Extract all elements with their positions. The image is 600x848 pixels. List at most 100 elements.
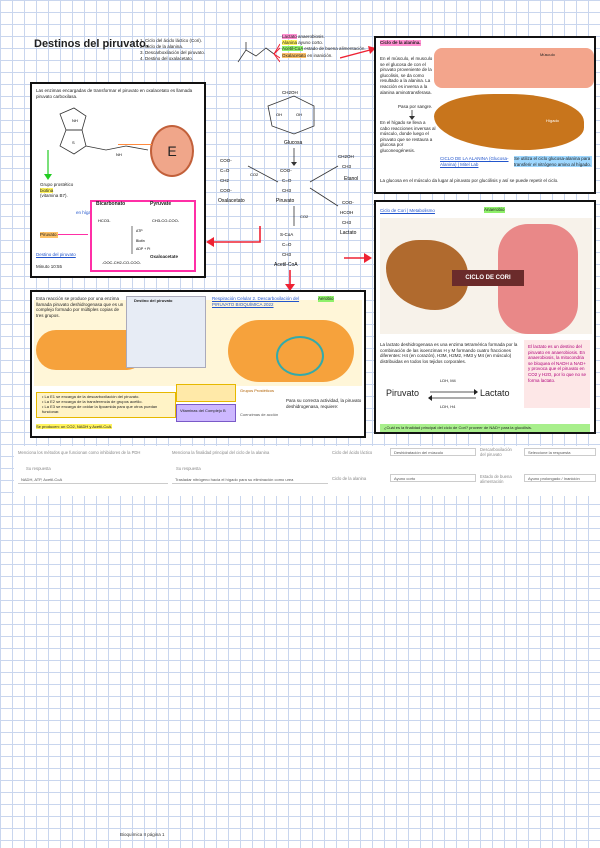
minute-label: Minuto 10:55	[36, 264, 62, 270]
q2-label: Menciona la finalidad principal del cicl…	[172, 450, 269, 455]
q1-label: Menciona los métodos que funcionan como …	[18, 450, 140, 455]
cori-p1: La lactato deshidrogenasa es una enzima …	[380, 342, 520, 364]
svg-text:CO2: CO2	[300, 214, 309, 219]
pdh-table	[126, 296, 206, 368]
down-arrow-icon	[408, 110, 416, 120]
pdh-products: Se producen: un CO2, NADH y Acetil-CoA.	[36, 424, 112, 429]
alanina-header: Ciclo de la alanina.	[380, 40, 421, 46]
svg-text:OH: OH	[296, 112, 302, 117]
eq-lactato: Lactato	[480, 388, 510, 398]
r1-select-b[interactable]: Deshidratación del músculo	[390, 448, 476, 456]
equilibrium-arrows-icon	[428, 388, 478, 402]
red-arrow-to-cori	[344, 250, 374, 266]
svg-text:ATP: ATP	[136, 229, 143, 233]
pdh-link[interactable]: Respiración Celular 2. Descarboxilación …	[212, 296, 312, 307]
r1-select-d[interactable]: Seleccione la respuesta	[524, 448, 596, 456]
destino-link[interactable]: Destino del piruvato	[36, 252, 76, 258]
svg-text:Biotin: Biotin	[136, 239, 145, 243]
q1-hint: Su respuesta	[26, 466, 51, 471]
svg-text:Acetil-CoA: Acetil-CoA	[274, 262, 298, 268]
svg-text:Etanol: Etanol	[344, 176, 358, 182]
svg-text:C=O: C=O	[220, 168, 230, 173]
r2-a: Ciclo de la alanina	[332, 476, 366, 481]
grupos-box	[176, 384, 236, 402]
cori-side-text: El lactato es un destino del piruvato en…	[528, 344, 588, 383]
red-arrow-down	[282, 270, 298, 292]
svg-text:CH3: CH3	[282, 252, 291, 257]
anaerobio-tag: Anaerobio	[484, 207, 505, 213]
outline-item: 4. Destino del oxalacetato.	[140, 56, 205, 62]
pdh-table-title: Destino del piruvato	[134, 298, 172, 303]
krebs-cycle-icon	[276, 336, 324, 376]
svg-text:NH: NH	[72, 118, 78, 123]
pyruvate-label: Pyruvate	[150, 202, 171, 208]
piruvato-label: Piruvato.	[40, 232, 58, 238]
coenzimas-label: Coenzimas de acción	[240, 412, 278, 417]
svg-text:S: S	[72, 140, 75, 145]
cori-question: ¿Cuál es la finalidad principal del cicl…	[384, 425, 590, 430]
alanina-bottom: La glucosa en el músculo da lugar al pir…	[380, 178, 592, 184]
vitaminas-box	[176, 404, 236, 422]
page-footer: Bioquímica II página 1	[120, 832, 165, 837]
q2-answer-input[interactable]: Trasladar nitrógeno hacia el hígado para…	[172, 476, 328, 484]
vitaminas-label: Vitaminas del Complejo B	[180, 408, 234, 413]
svg-text:COO-: COO-	[220, 188, 232, 193]
alanina-p3: En el hígado se lleva a cabo reacciones …	[380, 120, 436, 154]
r2-select-b[interactable]: Ayuno corto	[390, 474, 476, 482]
eq-piruvato: Piruvato	[386, 388, 419, 398]
svg-text:ADP + Pi: ADP + Pi	[136, 247, 150, 251]
q1-answer-input[interactable]: NADH, ATP, Acetil-CoA	[18, 476, 168, 484]
r2-c: Estado de buena alimentación	[480, 474, 518, 484]
svg-text:CH3-CO-COO-: CH3-CO-COO-	[152, 218, 180, 223]
svg-text:-OOC-CH2-CO-COO-: -OOC-CH2-CO-COO-	[102, 260, 142, 265]
svg-text:CH3: CH3	[342, 220, 351, 225]
svg-text:C=O: C=O	[282, 178, 292, 183]
bicarbonate-label: Bicarbonato	[96, 202, 125, 208]
enzyme-circle: E	[150, 125, 194, 177]
svg-text:COO-: COO-	[220, 158, 232, 163]
oxaloacetate-label: Oxaloacetate	[150, 254, 178, 260]
outline-list: 1. Ciclo del ácido láctico (Cori). 2. Ci…	[140, 38, 205, 62]
musculo-label: Músculo	[540, 52, 555, 58]
svg-text:CO2: CO2	[250, 172, 259, 177]
q2-hint: Su respuesta	[176, 466, 201, 471]
pink-arrow-line	[58, 234, 88, 235]
muscle-image	[434, 48, 594, 88]
svg-text:COO-: COO-	[342, 200, 354, 205]
svg-text:S-CoA: S-CoA	[280, 232, 293, 237]
r1-c: Descarboxilación del piruvato	[480, 447, 518, 457]
eq-top: LDH, M4	[440, 378, 456, 383]
pdh-bullets: • La E1 se encarga de la descarboxilació…	[42, 394, 174, 414]
higado-label: Hígado	[546, 118, 559, 124]
svg-text:COO-: COO-	[280, 168, 292, 173]
alanina-link[interactable]: CICLO DE LA ALANINA (Glucosa-Alanina) | …	[440, 156, 510, 167]
svg-text:Oxalacetato: Oxalacetato	[218, 198, 245, 204]
cori-link[interactable]: Ciclo de Cori | Metabolismo	[380, 208, 435, 214]
svg-text:CH2: CH2	[220, 178, 229, 183]
aerobio-tag: Aerobio	[318, 296, 334, 302]
svg-text:Lactato: Lactato	[340, 230, 357, 236]
alanina-side: Se utiliza el ciclo glucosa-alanina para…	[514, 156, 592, 167]
biotin-arrow	[40, 150, 100, 180]
pdh-bullet-e3: • La E3 se encarga de oxidar la lipoamid…	[42, 404, 174, 414]
svg-text:Glucosa: Glucosa	[284, 140, 303, 146]
biotin-label: Grupo prostético biotina (vitamina B7).	[40, 182, 100, 199]
svg-text:C=O: C=O	[282, 242, 292, 247]
enzyme-link-line	[118, 144, 152, 150]
svg-text:CH2OH: CH2OH	[282, 90, 298, 95]
cori-title-label: CICLO DE CORI	[452, 270, 524, 286]
svg-text:CH3: CH3	[282, 188, 291, 193]
svg-text:HCOH: HCOH	[340, 210, 353, 215]
svg-text:Piruvato: Piruvato	[276, 198, 295, 204]
alanina-p2: Pasa por sangre.	[398, 104, 432, 110]
oxalacetato-intro: Las enzimas encargadas de transformar el…	[36, 88, 196, 99]
svg-text:CH3: CH3	[342, 164, 351, 169]
grupos-label: Grupos Prostéticos	[240, 388, 274, 393]
page-title: Destinos del piruvato.	[34, 38, 149, 50]
pyruvate-molecule-icon	[232, 40, 280, 70]
svg-text:NH: NH	[116, 152, 122, 157]
r2-select-d[interactable]: Ayuno prolongado / Inanición	[524, 474, 596, 482]
eq-bottom: LDH, H4	[440, 404, 455, 409]
svg-text:CH2OH: CH2OH	[338, 154, 354, 159]
pdh-side: Para su correcta actividad, la piruvato …	[286, 398, 362, 409]
